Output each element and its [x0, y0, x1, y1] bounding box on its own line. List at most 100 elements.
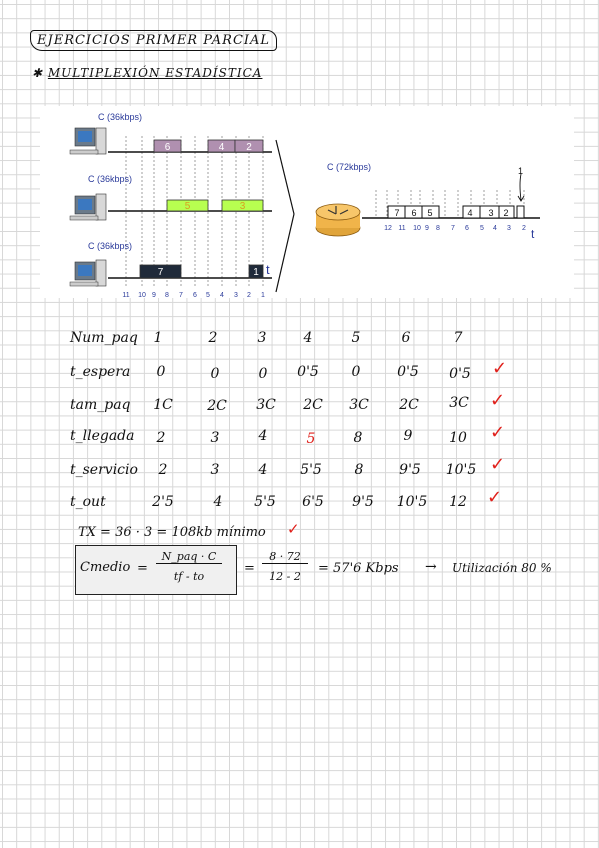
row-label: t_llegada: [70, 428, 135, 444]
table-cell: 3C: [256, 397, 276, 413]
output-packet-label: 7: [394, 208, 399, 218]
svg-text:5: 5: [206, 292, 210, 298]
check-icon: ✓: [490, 390, 506, 411]
packet-block: [153, 139, 182, 153]
section-subtitle: ✱ MULTIPLEXIÓN ESTADÍSTICA: [32, 66, 262, 80]
tx-line: TX = 36 · 3 = 108kb mínimo: [78, 525, 266, 540]
time-axis-label: t: [266, 262, 270, 277]
formula-denominator-2: 12 - 2: [269, 570, 301, 583]
source-2: C (36kbps) 5 3: [69, 174, 272, 221]
output-packet-label: 3: [488, 208, 493, 218]
source-1-capacity: C (36kbps): [98, 112, 142, 122]
svg-text:2: 2: [522, 225, 526, 232]
check-icon: ✓: [492, 358, 508, 379]
table-cell: 10: [449, 430, 467, 446]
packet-label: 2: [246, 142, 252, 153]
table-cell: 10'5: [396, 494, 428, 510]
row-label: tam_paq: [70, 397, 131, 413]
svg-text:11: 11: [122, 292, 129, 298]
source-1: C (36kbps) 6 4 2: [69, 112, 272, 155]
svg-text:3: 3: [507, 225, 511, 232]
table-cell: 2: [156, 430, 166, 446]
table-cell: 0: [351, 364, 361, 380]
multiplexer-funnel: [275, 139, 295, 293]
formula-numerator-2: 8 · 72: [262, 550, 308, 564]
formula-result: = 57'6 Kbps: [318, 561, 399, 576]
check-icon: ✓: [490, 422, 506, 443]
table-cell: 0: [156, 364, 166, 380]
table-cell: 2C: [207, 398, 227, 414]
svg-text:7: 7: [179, 292, 183, 298]
table-cell: 4: [258, 428, 268, 444]
packet-block: [221, 199, 264, 212]
svg-text:4: 4: [493, 225, 497, 232]
svg-text:1: 1: [261, 292, 265, 298]
source-tick-labels: 11 10 9 8 7 6 5 4 3 2 1: [122, 292, 265, 299]
table-cell: 0'5: [297, 364, 319, 380]
table-cell: 4: [213, 494, 223, 510]
table-cell: 0'5: [449, 366, 471, 382]
formula-denominator: tf - to: [173, 570, 205, 583]
formula-box: [75, 545, 237, 595]
packet-label: 1: [253, 267, 259, 278]
arrow-icon: [517, 173, 525, 202]
table-cell: 9: [403, 428, 413, 444]
source-2-capacity: C (36kbps): [88, 174, 132, 184]
formula-lhs: Cmedio: [80, 560, 131, 575]
packet-block: [139, 264, 182, 279]
svg-text:7: 7: [451, 225, 455, 232]
row-label: t_espera: [70, 364, 131, 380]
output-capacity: C (72kbps): [327, 162, 371, 172]
svg-text:6: 6: [193, 292, 197, 298]
multiplexing-diagram: C (36kbps) 6 4 2 C (36kbps): [40, 106, 574, 299]
output-packet-label: 4: [467, 208, 472, 218]
packet-label: 4: [219, 142, 225, 153]
star-icon: ✱: [32, 66, 44, 80]
page-title: EJERCICIOS PRIMER PARCIAL: [30, 30, 278, 51]
router-icon: [315, 203, 361, 237]
table-cell: 7: [453, 330, 463, 346]
table-cell: 3C: [449, 395, 469, 411]
table-cell: 3: [257, 330, 267, 346]
row-label: Num_paq: [70, 330, 138, 346]
output-packet-label: 6: [411, 208, 416, 218]
table-cell: 3C: [349, 397, 369, 413]
check-icon: ✓: [487, 487, 503, 508]
output-packet-label: 5: [427, 208, 432, 218]
svg-text:10: 10: [138, 292, 146, 298]
computer-icon: [69, 127, 107, 155]
computer-icon: [69, 259, 107, 287]
check-icon: ✓: [287, 520, 300, 538]
table-cell: 2: [208, 330, 218, 346]
svg-text:10: 10: [413, 225, 421, 232]
formula-equals: =: [244, 561, 255, 576]
table-cell: 8: [354, 462, 364, 478]
svg-text:9: 9: [152, 292, 156, 298]
svg-text:3: 3: [234, 292, 238, 298]
arrow-right-icon: →: [425, 559, 437, 575]
output-arrow-label: 1: [518, 166, 523, 176]
time-guides: [125, 136, 264, 288]
svg-text:2: 2: [247, 292, 251, 298]
table-cell: 5'5: [254, 494, 276, 510]
table-cell: 2: [158, 462, 168, 478]
formula-equals: =: [137, 561, 148, 576]
svg-text:4: 4: [220, 292, 224, 298]
packet-label: 5: [185, 201, 191, 212]
packet-label: 7: [158, 267, 164, 278]
output-packet-label: 2: [503, 208, 508, 218]
table-cell: 2C: [399, 397, 419, 413]
svg-text:11: 11: [398, 225, 405, 232]
packet-label: 6: [165, 142, 171, 153]
formula-numerator: N_paq · C: [156, 550, 222, 564]
output-link: C (72kbps) 7 6 5: [327, 162, 540, 241]
table-cell: 4: [258, 462, 268, 478]
packet-block: [234, 139, 264, 153]
table-cell: 6: [401, 330, 411, 346]
table-cell: 5: [351, 330, 361, 346]
svg-text:8: 8: [165, 292, 169, 298]
row-label: t_servicio: [70, 462, 138, 478]
packet-block: [166, 199, 209, 212]
svg-text:6: 6: [465, 225, 469, 232]
svg-text:5: 5: [480, 225, 484, 232]
